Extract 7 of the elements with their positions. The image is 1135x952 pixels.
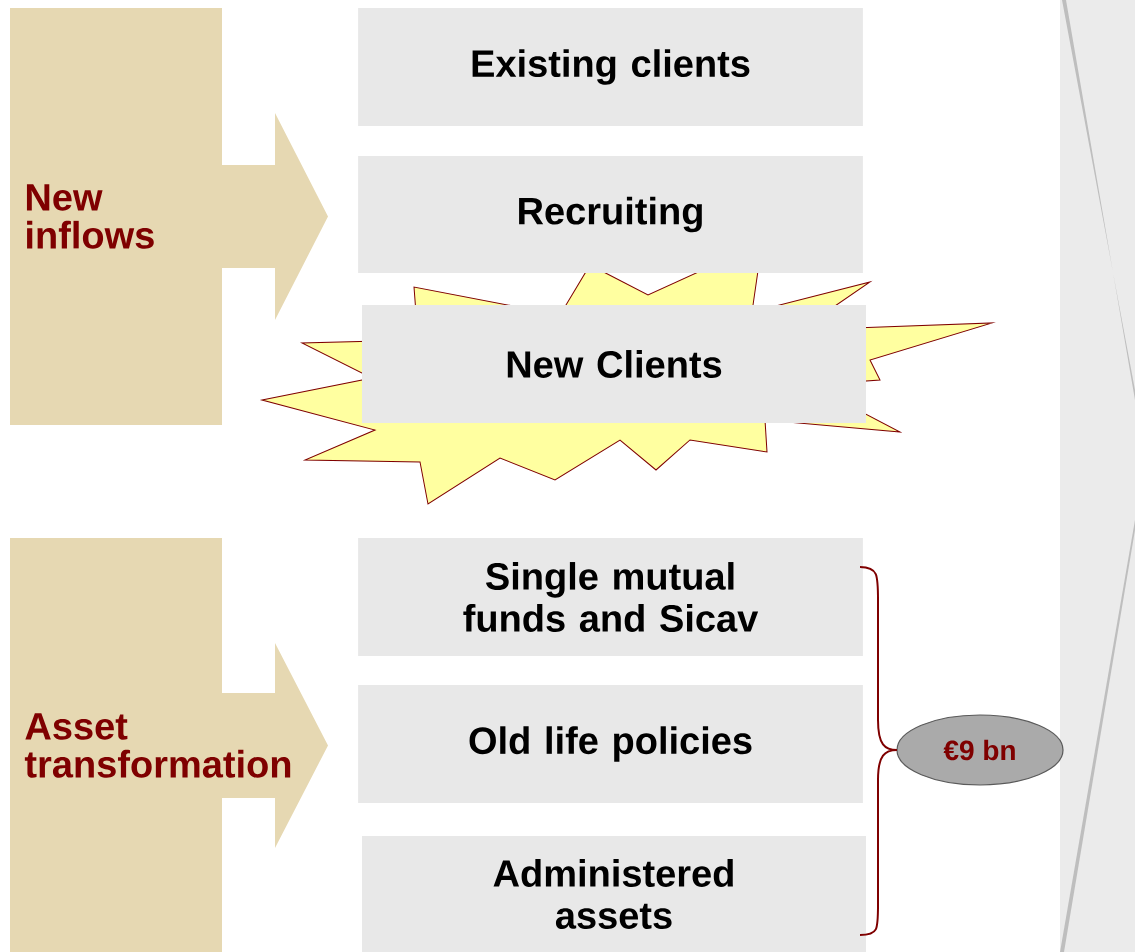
text-box: Existing clients xyxy=(358,8,863,126)
text-box: Administered assets xyxy=(362,836,866,952)
text-box: Recruiting xyxy=(358,156,863,273)
arrow-band xyxy=(1060,0,1135,952)
text-box: Single mutual funds and Sicav xyxy=(358,538,863,656)
text-box: Old life policies xyxy=(358,685,863,803)
text-box: New Clients xyxy=(362,305,866,423)
